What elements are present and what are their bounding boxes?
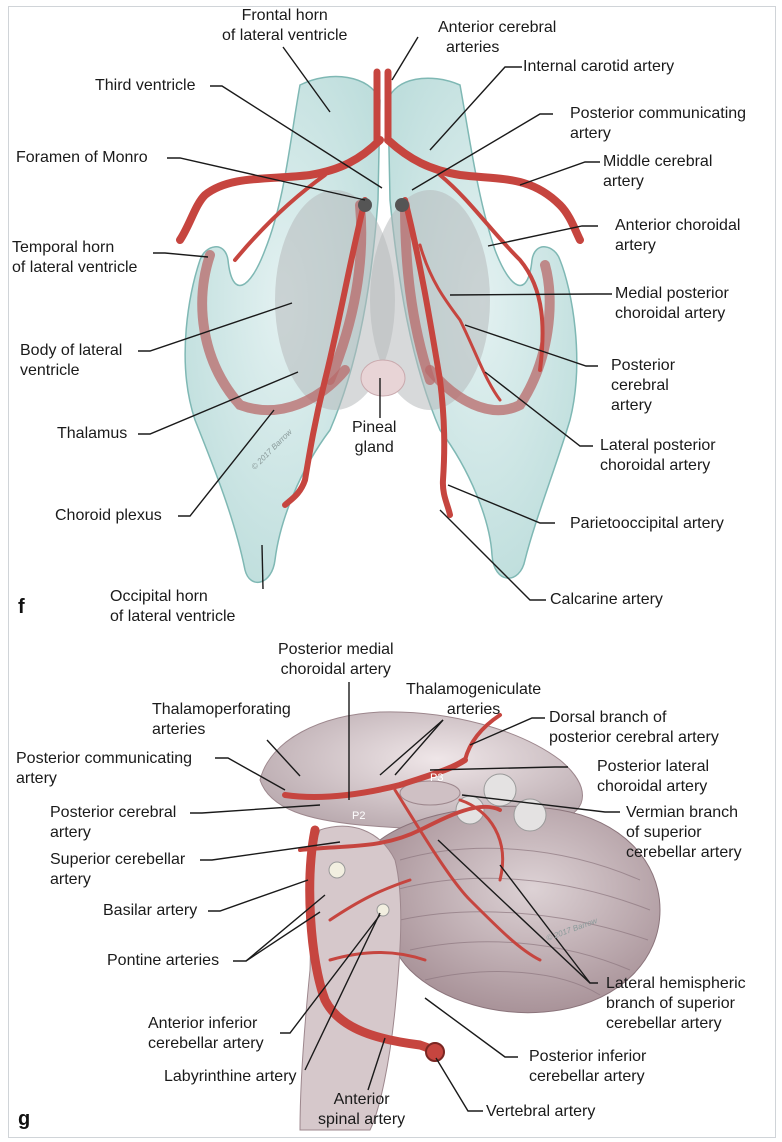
panel-f-arteries <box>176 68 584 518</box>
label-pontine: Pontine arteries <box>107 952 220 969</box>
pineal-gland-shape <box>360 359 406 397</box>
right-choroid-plexus-shape <box>425 260 555 415</box>
label-foramen-of-monro: Foramen of Monro <box>16 149 148 166</box>
panel-f-drawing <box>176 68 584 584</box>
panel-g-drawing <box>259 711 661 1131</box>
right-thalamus-shape <box>370 190 490 410</box>
label-choroid-plexus: Choroid plexus <box>55 507 162 524</box>
label-p2: P2 <box>352 810 366 822</box>
panel-letter-f: f <box>18 596 25 618</box>
label-basilar: Basilar artery <box>103 902 198 919</box>
label-third-ventricle: Third ventricle <box>95 77 196 94</box>
label-thalamus: Thalamus <box>57 425 128 442</box>
label-internal-carotid: Internal carotid artery <box>523 58 675 75</box>
label-labyrinthine: Labyrinthine artery <box>164 1068 297 1085</box>
panel-letter-g: g <box>18 1108 31 1130</box>
label-vertebral: Vertebral artery <box>486 1103 596 1120</box>
label-parietooccipital: Parietooccipital artery <box>570 515 724 532</box>
label-calcarine: Calcarine artery <box>550 591 663 608</box>
leader-lines <box>138 36 620 1112</box>
label-p3: P3 <box>430 772 444 784</box>
left-choroid-plexus-shape <box>197 250 350 416</box>
